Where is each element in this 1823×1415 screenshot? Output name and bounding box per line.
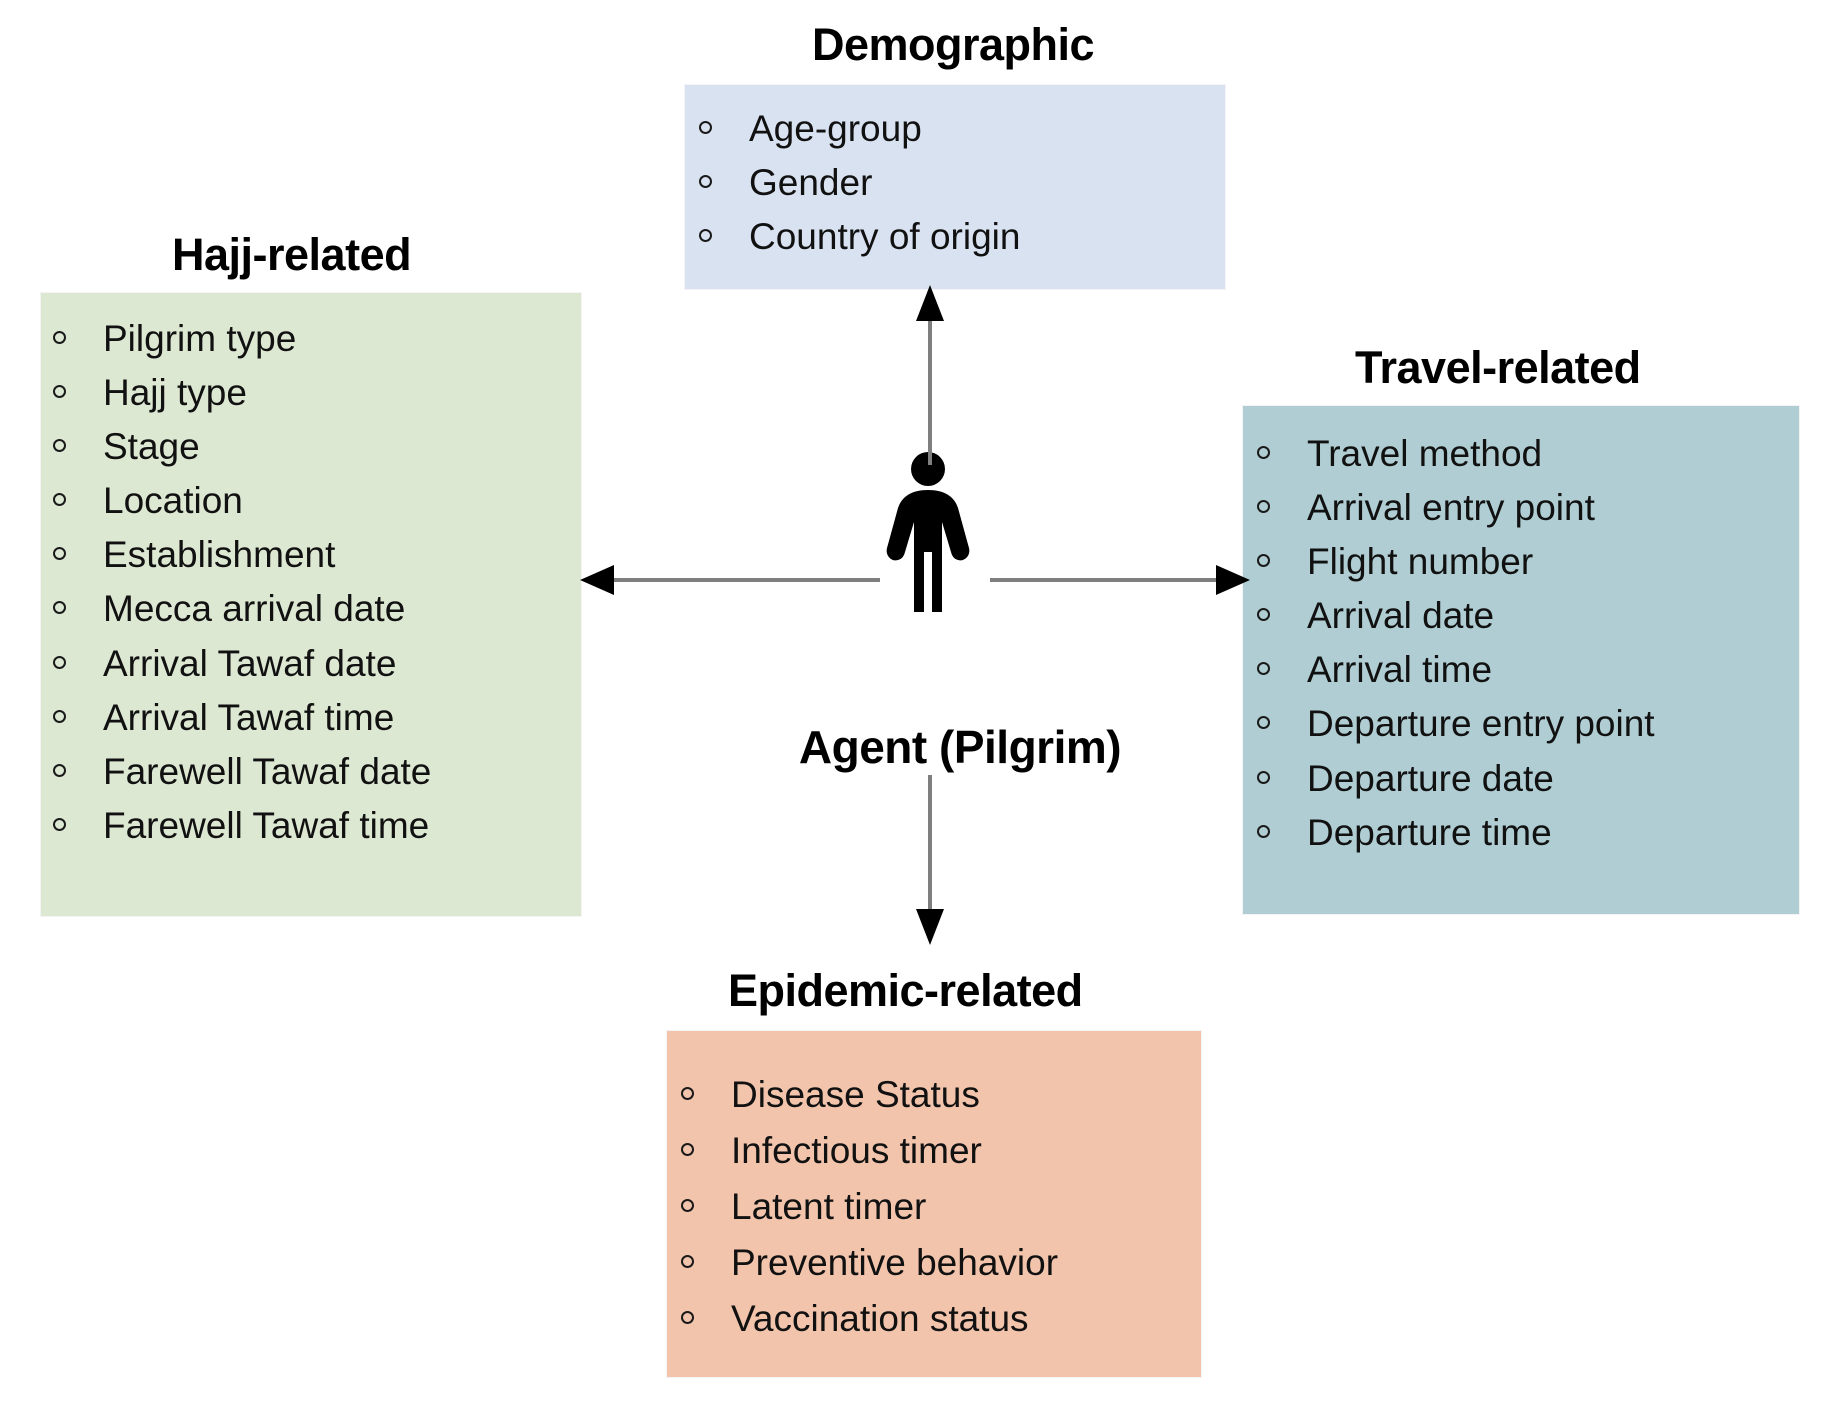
- circle-bullet-icon: [53, 655, 66, 669]
- circle-bullet-icon: [681, 1087, 694, 1100]
- category-title-demographic: Demographic: [812, 19, 1095, 70]
- circle-bullet-icon: [1257, 824, 1270, 838]
- attribute-label: Travel method: [1307, 433, 1543, 474]
- attribute-list-demographic: Age-group Gender Country of origin: [685, 85, 1225, 261]
- arrow-to-demographic: [916, 285, 944, 465]
- list-item: Arrival entry point: [1257, 484, 1799, 532]
- circle-bullet-icon: [53, 763, 66, 777]
- circle-bullet-icon: [53, 709, 66, 723]
- list-item: Mecca arrival date: [53, 585, 581, 633]
- circle-bullet-icon: [53, 601, 66, 615]
- list-item: Gender: [699, 159, 1225, 207]
- agent-label: Agent (Pilgrim): [798, 721, 1122, 773]
- circle-bullet-icon: [1257, 446, 1270, 459]
- circle-bullet-icon: [681, 1255, 694, 1269]
- circle-bullet-icon: [681, 1199, 694, 1213]
- circle-bullet-icon: [53, 331, 66, 344]
- attribute-label: Disease Status: [731, 1074, 980, 1115]
- attribute-label: Arrival date: [1307, 595, 1495, 637]
- attribute-label: Arrival Tawaf date: [103, 642, 397, 684]
- list-item: Flight number: [1257, 538, 1799, 586]
- circle-bullet-icon: [53, 547, 66, 561]
- list-item: Age-group: [699, 105, 1225, 153]
- list-item: Pilgrim type: [53, 315, 581, 363]
- circle-bullet-icon: [53, 439, 66, 453]
- circle-bullet-icon: [1257, 500, 1270, 514]
- attribute-label: Arrival entry point: [1307, 487, 1595, 529]
- attribute-label: Stage: [103, 426, 200, 468]
- attribute-list-travel-related: Travel method Arrival entry point Flight…: [1243, 406, 1799, 857]
- list-item: Departure date: [1257, 755, 1799, 803]
- list-item: Establishment: [53, 531, 581, 579]
- circle-bullet-icon: [1257, 554, 1270, 568]
- attribute-box-epidemic-related: Disease Status Infectious timer Latent t…: [666, 1030, 1202, 1378]
- circle-bullet-icon: [1257, 770, 1270, 784]
- list-item: Latent timer: [681, 1183, 1201, 1231]
- list-item: Stage: [53, 423, 581, 471]
- attribute-label: Latent timer: [731, 1186, 927, 1228]
- list-item: Infectious timer: [681, 1127, 1201, 1175]
- attribute-box-travel-related: Travel method Arrival entry point Flight…: [1242, 405, 1800, 915]
- arrow-to-travel-related: [990, 565, 1250, 595]
- list-item: Location: [53, 477, 581, 525]
- attribute-label: Country of origin: [749, 216, 1021, 258]
- attribute-label: Departure date: [1307, 757, 1554, 799]
- attribute-label: Location: [103, 480, 243, 522]
- circle-bullet-icon: [53, 493, 66, 507]
- list-item: Vaccination status: [681, 1295, 1201, 1343]
- attribute-label: Preventive behavior: [731, 1242, 1059, 1284]
- list-item: Preventive behavior: [681, 1239, 1201, 1287]
- list-item: Farewell Tawaf time: [53, 802, 581, 850]
- list-item: Farewell Tawaf date: [53, 748, 581, 796]
- attribute-label: Establishment: [103, 534, 336, 576]
- attribute-label: Hajj type: [103, 372, 247, 414]
- list-item: Travel method: [1257, 430, 1799, 478]
- category-title-hajj-related: Hajj-related: [172, 229, 412, 280]
- list-item: Arrival Tawaf time: [53, 694, 581, 742]
- attribute-label: Arrival time: [1307, 649, 1493, 691]
- circle-bullet-icon: [699, 229, 712, 243]
- list-item: Hajj type: [53, 369, 581, 417]
- circle-bullet-icon: [53, 385, 66, 399]
- attribute-label: Arrival Tawaf time: [103, 696, 395, 738]
- list-item: Arrival time: [1257, 646, 1799, 694]
- agent-person-icon: [886, 452, 970, 612]
- attribute-label: Mecca arrival date: [103, 588, 406, 630]
- attribute-label: Infectious timer: [731, 1130, 982, 1172]
- attribute-label: Farewell Tawaf time: [103, 804, 430, 846]
- circle-bullet-icon: [681, 1311, 694, 1325]
- circle-bullet-icon: [699, 175, 712, 189]
- list-item: Departure time: [1257, 809, 1799, 857]
- circle-bullet-icon: [1257, 608, 1270, 622]
- attribute-box-hajj-related: Pilgrim type Hajj type Stage Location Es…: [40, 292, 582, 917]
- circle-bullet-icon: [1257, 662, 1270, 676]
- list-item: Arrival date: [1257, 592, 1799, 640]
- list-item: Arrival Tawaf date: [53, 640, 581, 688]
- attribute-label: Vaccination status: [731, 1298, 1029, 1340]
- circle-bullet-icon: [699, 121, 712, 134]
- list-item: Country of origin: [699, 213, 1225, 261]
- arrow-to-epidemic-related: [916, 775, 944, 945]
- category-title-epidemic-related: Epidemic-related: [728, 965, 1083, 1016]
- attribute-label: Departure time: [1307, 811, 1552, 853]
- attribute-label: Age-group: [749, 108, 922, 149]
- attribute-label: Departure entry point: [1307, 703, 1655, 745]
- list-item: Disease Status: [681, 1071, 1201, 1119]
- attribute-box-demographic: Age-group Gender Country of origin: [684, 84, 1226, 290]
- attribute-list-epidemic-related: Disease Status Infectious timer Latent t…: [667, 1031, 1201, 1343]
- attribute-label: Gender: [749, 162, 873, 204]
- attribute-label: Flight number: [1307, 541, 1534, 583]
- list-item: Departure entry point: [1257, 700, 1799, 748]
- circle-bullet-icon: [53, 817, 66, 831]
- attribute-label: Farewell Tawaf date: [103, 750, 432, 792]
- circle-bullet-icon: [1257, 716, 1270, 730]
- circle-bullet-icon: [681, 1143, 694, 1157]
- category-title-travel-related: Travel-related: [1355, 342, 1641, 393]
- attribute-label: Pilgrim type: [103, 318, 297, 359]
- arrow-to-hajj-related: [580, 565, 880, 595]
- attribute-list-hajj-related: Pilgrim type Hajj type Stage Location Es…: [41, 293, 581, 850]
